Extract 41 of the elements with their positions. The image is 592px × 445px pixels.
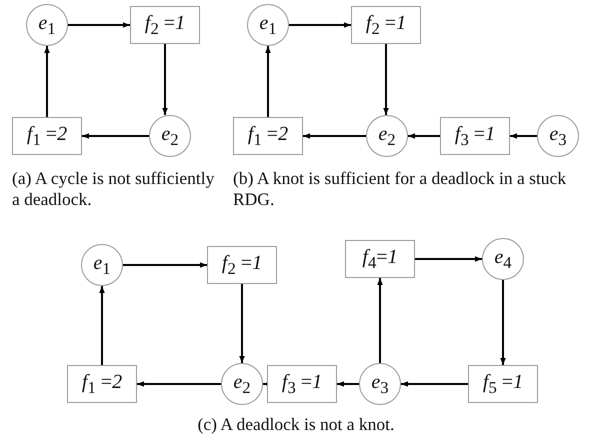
arrow [510,133,537,139]
arrow [239,284,245,363]
subfigure-caption: (b) A knot is sufficient for a deadlock in a stuck RDG. [233,168,568,210]
place-box: f$_{3}$ =1 [267,365,337,403]
place-box: f$_{3}$ =1 [440,117,510,155]
arrow [401,381,468,387]
event-circle: e$_{3}$ [359,363,401,405]
place-box: f$_{1}$ =2 [67,365,137,403]
event-circle: e$_{1}$ [247,4,289,46]
arrow [68,22,130,28]
arrow [377,278,383,363]
event-circle: e$_{2}$ [221,363,263,405]
arrow [123,262,207,268]
event-circle: e$_{4}$ [482,238,524,280]
arrow [82,133,149,139]
place-box: f$_{1}$ =2 [233,117,303,155]
place-box: f$_{1}$ =2 [12,117,82,155]
event-circle: e$_{3}$ [537,115,579,157]
arrow [337,381,359,387]
arrow [265,46,271,117]
place-box: f$_{2}$ =1 [130,6,200,44]
subfigure-caption: (c) A deadlock is not a knot. [196,414,396,435]
arrow [289,22,351,28]
place-box: f$_{4}$=1 [345,240,415,278]
place-box: f$_{2}$ =1 [207,246,277,284]
arrow [137,381,221,387]
arrow [383,44,389,115]
place-box: f$_{2}$ =1 [351,6,421,44]
subfigure-caption: (a) A cycle is not sufficiently a deadlock. [12,168,216,210]
arrow [44,46,50,117]
arrow [500,280,506,365]
arrow [303,133,366,139]
event-circle: e$_{2}$ [366,115,408,157]
place-box: f$_{5}$ =1 [468,365,538,403]
arrow [408,133,440,139]
event-circle: e$_{1}$ [26,4,68,46]
arrow [99,286,105,365]
arrow [162,44,168,115]
event-circle: e$_{1}$ [81,244,123,286]
arrow [415,256,482,262]
event-circle: e$_{2}$ [149,115,191,157]
